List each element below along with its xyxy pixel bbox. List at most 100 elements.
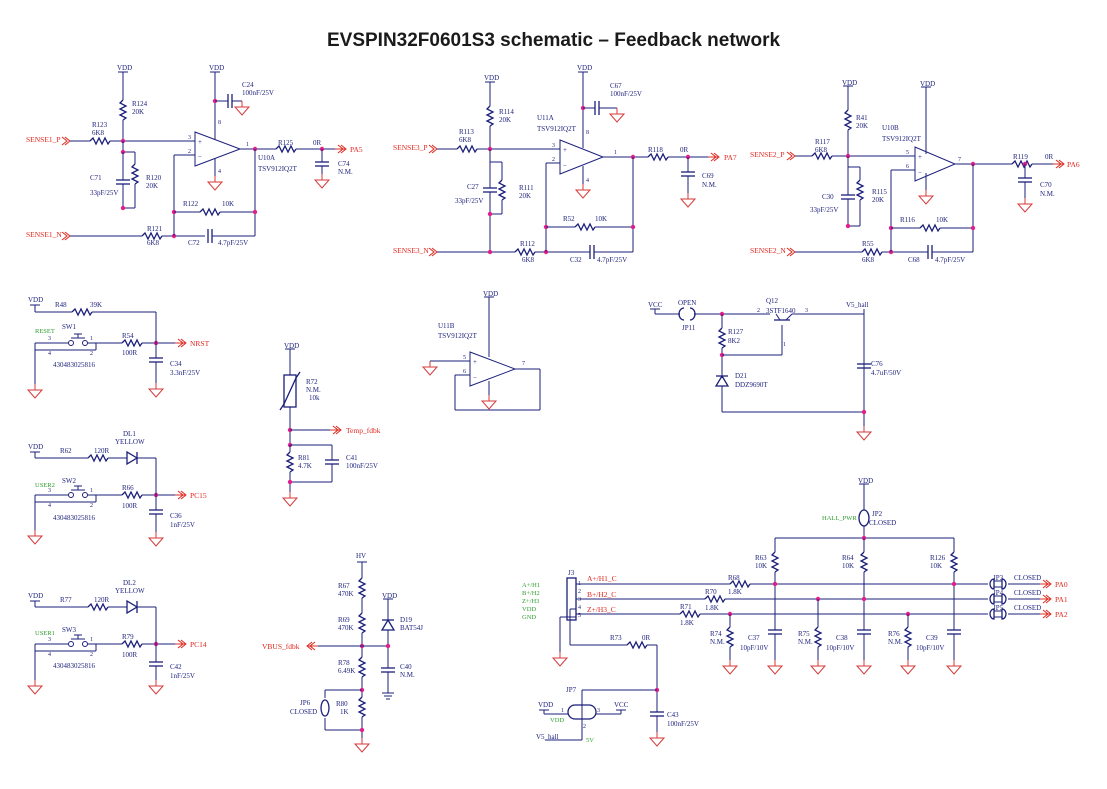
r64-value: 10K	[842, 562, 854, 570]
block-user1: VDD R77 120R DL2 YELLOW USER1 SW3 34 12 …	[27, 579, 207, 695]
net-vbus-fdbk: VBUS_fdbk	[262, 642, 300, 651]
c36-value: 1nF/25V	[170, 521, 195, 529]
v5-hall-label: V5_hall	[536, 733, 559, 741]
u11b-ref: U11B	[438, 322, 455, 330]
vdd-label: VDD	[920, 80, 935, 88]
c72-ref: C72	[188, 239, 200, 247]
svg-text:6: 6	[463, 369, 466, 375]
r122-value: 10K	[222, 200, 234, 208]
r127-value: 8K2	[728, 337, 741, 345]
jp5-ref: JP5	[993, 604, 1004, 612]
r80-ref: R80	[336, 700, 348, 708]
svg-text:1: 1	[90, 336, 93, 342]
d19-value: BAT54J	[400, 624, 423, 632]
r124-ref: R124	[132, 100, 148, 108]
r41-value: 20K	[856, 122, 868, 130]
q12-ref: Q12	[766, 297, 779, 305]
c32-value: 4.7pF/25V	[597, 256, 627, 264]
r69-value: 470K	[338, 624, 354, 632]
r123-ref: R123	[92, 121, 108, 129]
jp7-pin-5v: 5V	[586, 737, 594, 744]
svg-text:1: 1	[561, 708, 564, 714]
svg-text:+: +	[198, 138, 202, 146]
vdd-label: VDD	[842, 79, 857, 87]
block-reset: VDD R48 39K RESET SW1 34 12 430483025816…	[27, 296, 210, 399]
net-reset: RESET	[35, 328, 55, 335]
r80-value: 1K	[340, 708, 349, 716]
net-sense1-p: SENSE1_P	[26, 135, 61, 144]
r79-ref: R79	[122, 633, 134, 641]
jp3-ref: JP3	[993, 574, 1004, 582]
block-temp: VDD R72 N.M. 10k Temp_fdbk R81 4.7K C41 …	[279, 342, 381, 507]
c41-ref: C41	[346, 454, 358, 462]
svg-text:5: 5	[463, 355, 466, 361]
c39-value: 10pF/10V	[916, 644, 944, 652]
r55-value: 6K8	[862, 256, 875, 264]
j3-ref: J3	[568, 569, 575, 577]
r117-value: 6K8	[815, 146, 828, 154]
c71-ref: C71	[90, 174, 102, 182]
c27-ref: C27	[467, 183, 479, 191]
r70-ref: R70	[705, 588, 717, 596]
net-pa5: PA5	[350, 145, 363, 154]
block-hall: VDD JP2 CLOSED HALL_PWR R63 10K R64 10K …	[522, 477, 1068, 747]
sw1-ref: SW1	[62, 323, 77, 331]
r74-ref: R74	[710, 630, 722, 638]
svg-text:4: 4	[48, 652, 51, 658]
sw2-part: 430483025816	[53, 514, 96, 522]
c76-value: 4.7uF/50V	[871, 369, 901, 377]
r67-value: 470K	[338, 590, 354, 598]
r122-ref: R122	[183, 200, 199, 208]
j3-pin2: B+/H2	[522, 590, 540, 597]
r41-ref: R41	[856, 114, 868, 122]
r79-value: 100R	[122, 651, 138, 659]
sw1-part: 430483025816	[53, 361, 96, 369]
r75-ref: R75	[798, 630, 810, 638]
jumper-jp6[interactable]	[320, 699, 330, 717]
r126-ref: R126	[930, 554, 946, 562]
c40-ref: C40	[400, 663, 412, 671]
block-u10a: VDD R124 20K SENSE1_P R123 6K8 C71 33pF/…	[26, 64, 363, 247]
c43-value: 100nF/25V	[667, 720, 699, 728]
r121-ref: R121	[147, 225, 163, 233]
r54-ref: R54	[122, 332, 134, 340]
vcc-label: VCC	[614, 701, 629, 709]
net-pa2: PA2	[1055, 610, 1068, 619]
c74-value: N.M.	[338, 168, 353, 176]
svg-text:2: 2	[578, 589, 581, 595]
r67-ref: R67	[338, 582, 350, 590]
dl1-ref: DL1	[123, 430, 136, 438]
u11a-ref: U11A	[537, 114, 554, 122]
c69-ref: C69	[702, 172, 714, 180]
r62-ref: R62	[60, 447, 72, 455]
opamp-u10a	[194, 131, 242, 167]
vdd-label: VDD	[483, 290, 498, 298]
svg-text:1: 1	[783, 342, 786, 348]
jumper-jp2[interactable]	[858, 509, 870, 527]
u10a-ref: U10A	[258, 154, 275, 162]
svg-text:7: 7	[522, 361, 525, 367]
hall-line-a: A+/H1_C	[587, 574, 617, 583]
r63-ref: R63	[755, 554, 767, 562]
r68-value: 1.8K	[728, 588, 742, 596]
jumper-jp11[interactable]	[678, 307, 685, 321]
r115-ref: R115	[872, 188, 887, 196]
j3-pin5: GND	[522, 614, 536, 621]
r115-value: 20K	[872, 196, 884, 204]
r114-value: 20K	[499, 116, 511, 124]
net-sense3-n: SENSE3_N	[393, 246, 429, 255]
led-dl2	[126, 599, 139, 615]
dl1-value: YELLOW	[115, 438, 145, 446]
svg-text:7: 7	[958, 157, 961, 163]
svg-text:4: 4	[218, 169, 221, 175]
q12-value: 3STF1640	[766, 307, 796, 315]
c37-ref: C37	[748, 634, 760, 642]
dl2-ref: DL2	[123, 579, 136, 587]
c39-ref: C39	[926, 634, 938, 642]
vdd-label: VDD	[538, 701, 553, 709]
svg-text:2: 2	[90, 652, 93, 658]
svg-text:+: +	[563, 146, 567, 154]
r111-value: 20K	[519, 192, 531, 200]
svg-text:8: 8	[218, 120, 221, 126]
svg-text:3: 3	[578, 597, 581, 603]
